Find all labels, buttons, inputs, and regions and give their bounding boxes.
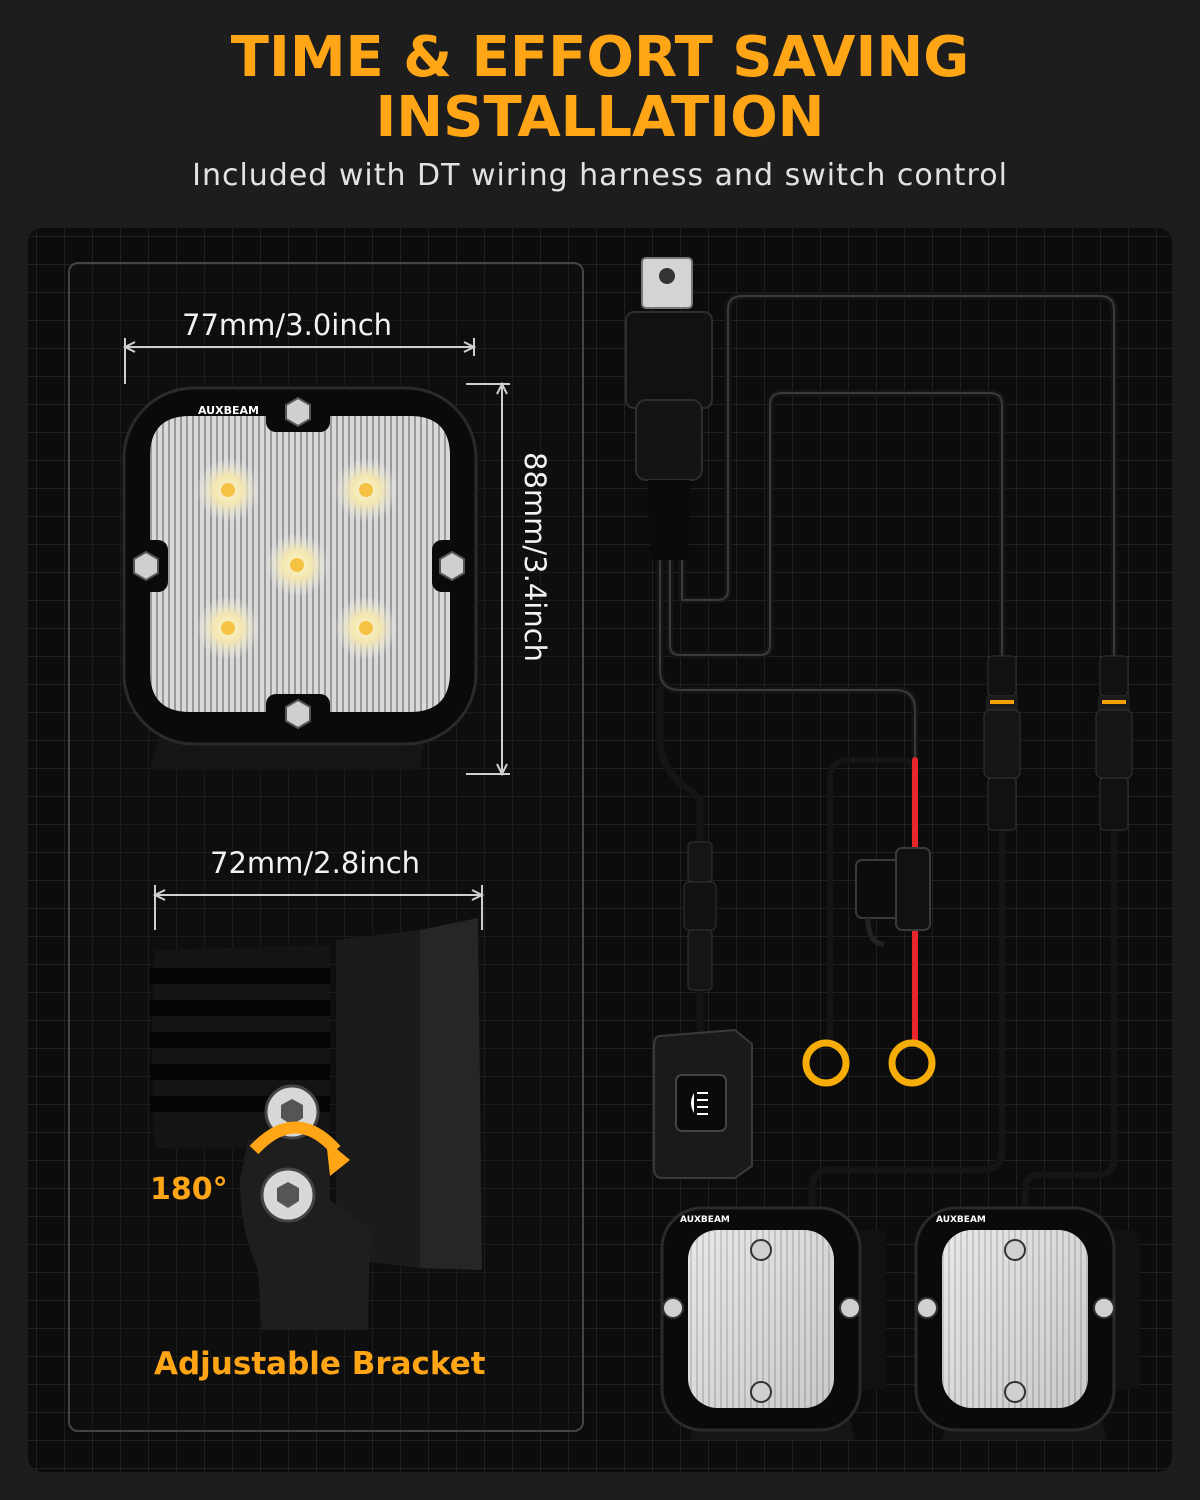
width-dimension-line <box>122 338 477 384</box>
rotation-label: 180° <box>150 1172 228 1207</box>
relay-icon <box>625 257 713 560</box>
adjustable-bracket-label: Adjustable Bracket <box>154 1346 486 1382</box>
subtitle: Included with DT wiring harness and swit… <box>192 158 1008 193</box>
rotate-arrow-icon <box>249 1121 350 1176</box>
dt-connector-icon-1 <box>983 655 1021 831</box>
header: TIME & EFFORT SAVING INSTALLATION Includ… <box>0 0 1200 225</box>
title-line-1: TIME & EFFORT SAVING <box>230 25 970 90</box>
light-front-view <box>122 386 478 770</box>
wiring-harness <box>656 292 1118 1219</box>
light-side-view <box>150 918 482 1330</box>
dt-connector-icon-2 <box>1095 655 1133 831</box>
fuse-holder-icon <box>855 847 931 947</box>
brand-logo: AUXBEAM <box>198 404 259 417</box>
height-dimension-line <box>466 381 510 777</box>
side-width-label: 72mm/2.8inch <box>210 846 421 880</box>
pod-light-brand-2: AUXBEAM <box>936 1215 986 1225</box>
pod-light-icon-2 <box>914 1206 1140 1440</box>
pod-light-brand-1: AUXBEAM <box>680 1215 730 1225</box>
ring-terminal-icon-2 <box>888 1039 936 1087</box>
title-line-2: INSTALLATION <box>375 85 825 150</box>
switch-connector-icon <box>683 841 717 991</box>
rocker-switch-icon <box>653 1028 753 1179</box>
front-width-label: 77mm/3.0inch <box>182 308 393 342</box>
pod-light-icon-1 <box>660 1206 886 1440</box>
ring-terminal-icon-1 <box>802 1039 850 1087</box>
front-height-label: 88mm/3.4inch <box>518 452 552 663</box>
side-width-dimension-line <box>152 885 485 930</box>
